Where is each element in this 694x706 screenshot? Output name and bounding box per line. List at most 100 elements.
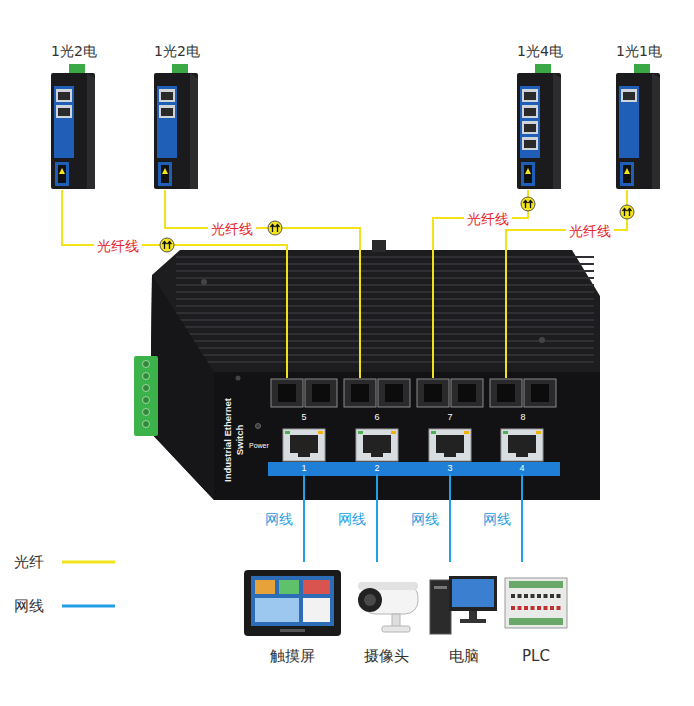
switch-name: Industrial Ethernet Switch (222, 388, 246, 492)
camera-picture-part (392, 614, 400, 627)
screen-picture-part (255, 580, 275, 594)
port-number: 3 (428, 462, 472, 474)
media-converter-body (146, 64, 208, 190)
rj45-port-part (358, 431, 363, 434)
cable-sample-line (62, 605, 115, 608)
converter-label: 1光2电 (43, 42, 105, 60)
camera-picture-part (358, 588, 382, 612)
rj45-port-part (516, 451, 528, 457)
network-cable (376, 474, 378, 562)
media-converter: 1光2电 (146, 42, 208, 190)
plc-picture-part (511, 606, 515, 610)
switch-housing-part (176, 361, 594, 363)
screen-picture-part (303, 580, 330, 594)
screen-picture-part (244, 570, 341, 636)
port-number: 8 (489, 411, 557, 423)
switch-housing-part (176, 291, 594, 293)
rj45-port-part (356, 429, 398, 461)
plc-picture-part (557, 594, 561, 598)
rj45-port (428, 428, 472, 462)
switch-housing-part (176, 277, 594, 279)
media-converter-body-part (522, 121, 538, 134)
media-converter-body-part (525, 168, 531, 174)
switch-housing-part (268, 462, 560, 476)
fiber-markers-part (268, 221, 282, 235)
media-converter-body-part (524, 92, 536, 100)
rj45-port (355, 428, 399, 462)
plc-picture-part (531, 606, 535, 610)
plc-picture-part (505, 578, 567, 628)
switch-housing-part (176, 256, 594, 258)
switch-housing-part (134, 356, 158, 436)
rj45-port-part (298, 451, 310, 457)
rj45-port-part (283, 429, 325, 461)
media-converter-body-part (158, 162, 172, 186)
switch-housing-part (214, 372, 600, 500)
fiber-cable (62, 190, 287, 378)
label-holder: Power (249, 433, 269, 452)
screen-picture (240, 564, 345, 642)
plc-picture-part (511, 594, 515, 598)
media-converter-body-part (159, 105, 175, 118)
fiber-markers-part-part (623, 209, 632, 217)
media-converter-body-part (56, 105, 72, 118)
media-converter-body-part (621, 89, 637, 102)
rj45-port-part (431, 431, 436, 434)
fiber-cable (165, 190, 360, 378)
switch-housing-part (256, 424, 261, 429)
rj45-port-part (371, 451, 383, 457)
media-converter-body-part (87, 73, 95, 189)
cable-label: 网线 (408, 510, 442, 528)
cable-label: 光纤线 (566, 222, 614, 240)
media-converter-body-part (161, 165, 169, 183)
edge-label-holder: 网线 (335, 509, 369, 528)
camera-picture (348, 564, 424, 642)
switch-housing-part (176, 319, 594, 321)
rj45-port-part (391, 431, 396, 434)
fiber-port: 5 (270, 378, 338, 423)
sc-fiber-port-part (524, 379, 556, 407)
fiber-markers-part-part (620, 205, 634, 219)
pc-picture-part (469, 611, 477, 619)
converter-label: 1光2电 (146, 42, 208, 60)
rj45-port-part (464, 431, 469, 434)
switch-housing-part (150, 250, 600, 500)
media-converter-body (509, 64, 571, 190)
rj45-port-part (503, 431, 508, 434)
switch-housing-part (176, 312, 594, 314)
switch-housing-part (143, 409, 150, 416)
converter-label: 1光4电 (509, 42, 571, 60)
rj45-port-part (285, 431, 290, 434)
media-converter-body-part (162, 168, 168, 174)
plc-picture-part (544, 594, 548, 598)
fiber-port: 6 (343, 378, 411, 423)
screen-picture-part (303, 598, 330, 622)
media-converter-body-part (55, 162, 69, 186)
media-converter-body (43, 64, 105, 190)
legend-text: 网线 (14, 596, 44, 616)
edge-label-holder: 网线 (262, 509, 296, 528)
legend-entry: 网线 (14, 596, 44, 616)
converter-label: 1光1电 (608, 42, 670, 60)
switch-housing-part (176, 354, 594, 356)
media-converter: 1光4电 (509, 42, 571, 190)
device-label: 电脑 (427, 646, 500, 666)
rj45-port-part (501, 429, 543, 461)
media-converter-body-part (190, 73, 198, 189)
media-converter-body-part (623, 92, 635, 100)
media-converter-body-part (524, 165, 532, 183)
fiber-markers-part-part (521, 197, 535, 211)
pc-picture-part (430, 580, 451, 634)
media-converter-body-part (154, 73, 198, 189)
switch-housing-part (176, 333, 594, 335)
plc-picture-part (509, 581, 563, 588)
switch-housing-part (372, 240, 386, 252)
end-device: 电脑 (427, 562, 500, 666)
switch-name-holder: Industrial Ethernet Switch (222, 388, 246, 492)
sc-fiber-port-part (417, 379, 449, 407)
media-converter-body-part (553, 73, 561, 189)
plc-picture-part (544, 606, 548, 610)
media-converter-body-part (616, 73, 660, 189)
ethernet-switch: Industrial Ethernet Switch56781234 (130, 238, 605, 503)
cable-label: 网线 (480, 510, 514, 528)
